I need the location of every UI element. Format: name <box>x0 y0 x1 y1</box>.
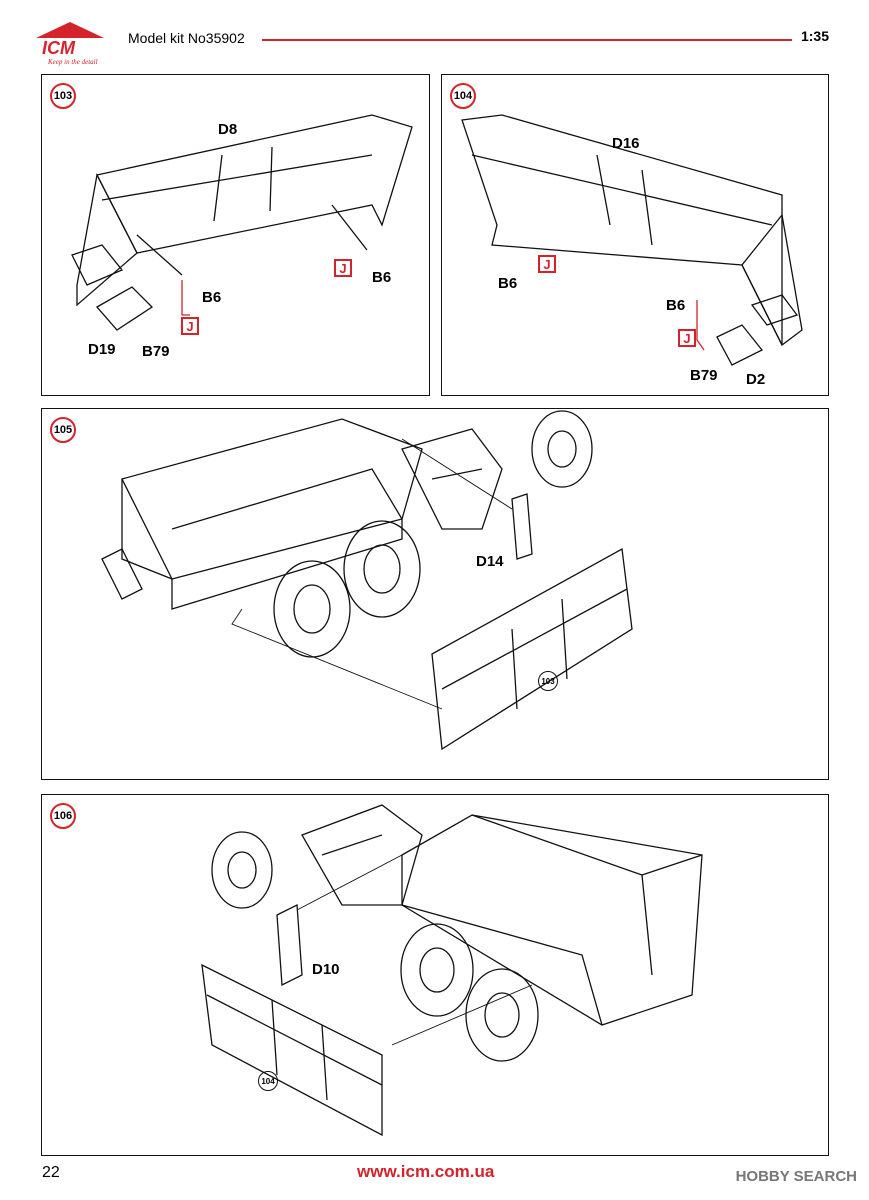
svg-text:ICM: ICM <box>42 38 76 58</box>
part-label-b79: B79 <box>142 343 170 360</box>
part-label-d2: D2 <box>746 371 766 388</box>
part-label-d19: D19 <box>88 341 116 358</box>
scale-label: 1:35 <box>800 28 829 44</box>
website-url: www.icm.com.ua <box>357 1162 495 1181</box>
part-label-d10: D10 <box>312 961 340 978</box>
step-number-badge: 103 <box>50 83 76 109</box>
part-label-b6-right: B6 <box>666 297 686 314</box>
part-label-d8: D8 <box>218 121 238 138</box>
subassembly-ref-103: 103 <box>538 671 558 691</box>
part-label-d14: D14 <box>476 553 504 570</box>
icm-logo: ICM Keep in the detail <box>30 18 110 66</box>
model-kit-number: Model kit No35902 <box>128 30 245 46</box>
part-label-b6-left: B6 <box>202 289 222 306</box>
step-106-panel: 106 D10 104 <box>41 794 829 1156</box>
page-number: 22 <box>42 1164 60 1181</box>
step-103-drawing <box>71 114 413 331</box>
step-106-drawing <box>201 804 703 1137</box>
step-104-drawing <box>461 114 803 366</box>
step-105-panel: 105 D14 103 <box>41 408 829 780</box>
watermark: HOBBY SEARCH <box>735 1168 857 1185</box>
step-number-badge: 105 <box>50 417 76 443</box>
step-104-panel: 104 D16 B6 B6 B79 D2 J J <box>441 74 829 396</box>
step-number-badge: 104 <box>450 83 476 109</box>
header-rule <box>262 39 792 41</box>
glue-marker-j: J <box>678 329 696 347</box>
part-label-b6-left: B6 <box>498 275 518 292</box>
part-label-d16: D16 <box>612 135 640 152</box>
page-header: ICM Keep in the detail Model kit No35902… <box>0 0 869 70</box>
part-label-b79: B79 <box>690 367 718 384</box>
subassembly-ref-104: 104 <box>258 1071 278 1091</box>
svg-text:Keep in the detail: Keep in the detail <box>47 58 98 66</box>
glue-marker-j: J <box>334 259 352 277</box>
step-103-panel: 103 D8 D19 B79 B6 B6 J J <box>41 74 430 396</box>
step-number-badge: 106 <box>50 803 76 829</box>
glue-marker-j: J <box>538 255 556 273</box>
step-105-drawing <box>101 410 633 751</box>
part-label-b6-right: B6 <box>372 269 392 286</box>
glue-marker-j: J <box>181 317 199 335</box>
